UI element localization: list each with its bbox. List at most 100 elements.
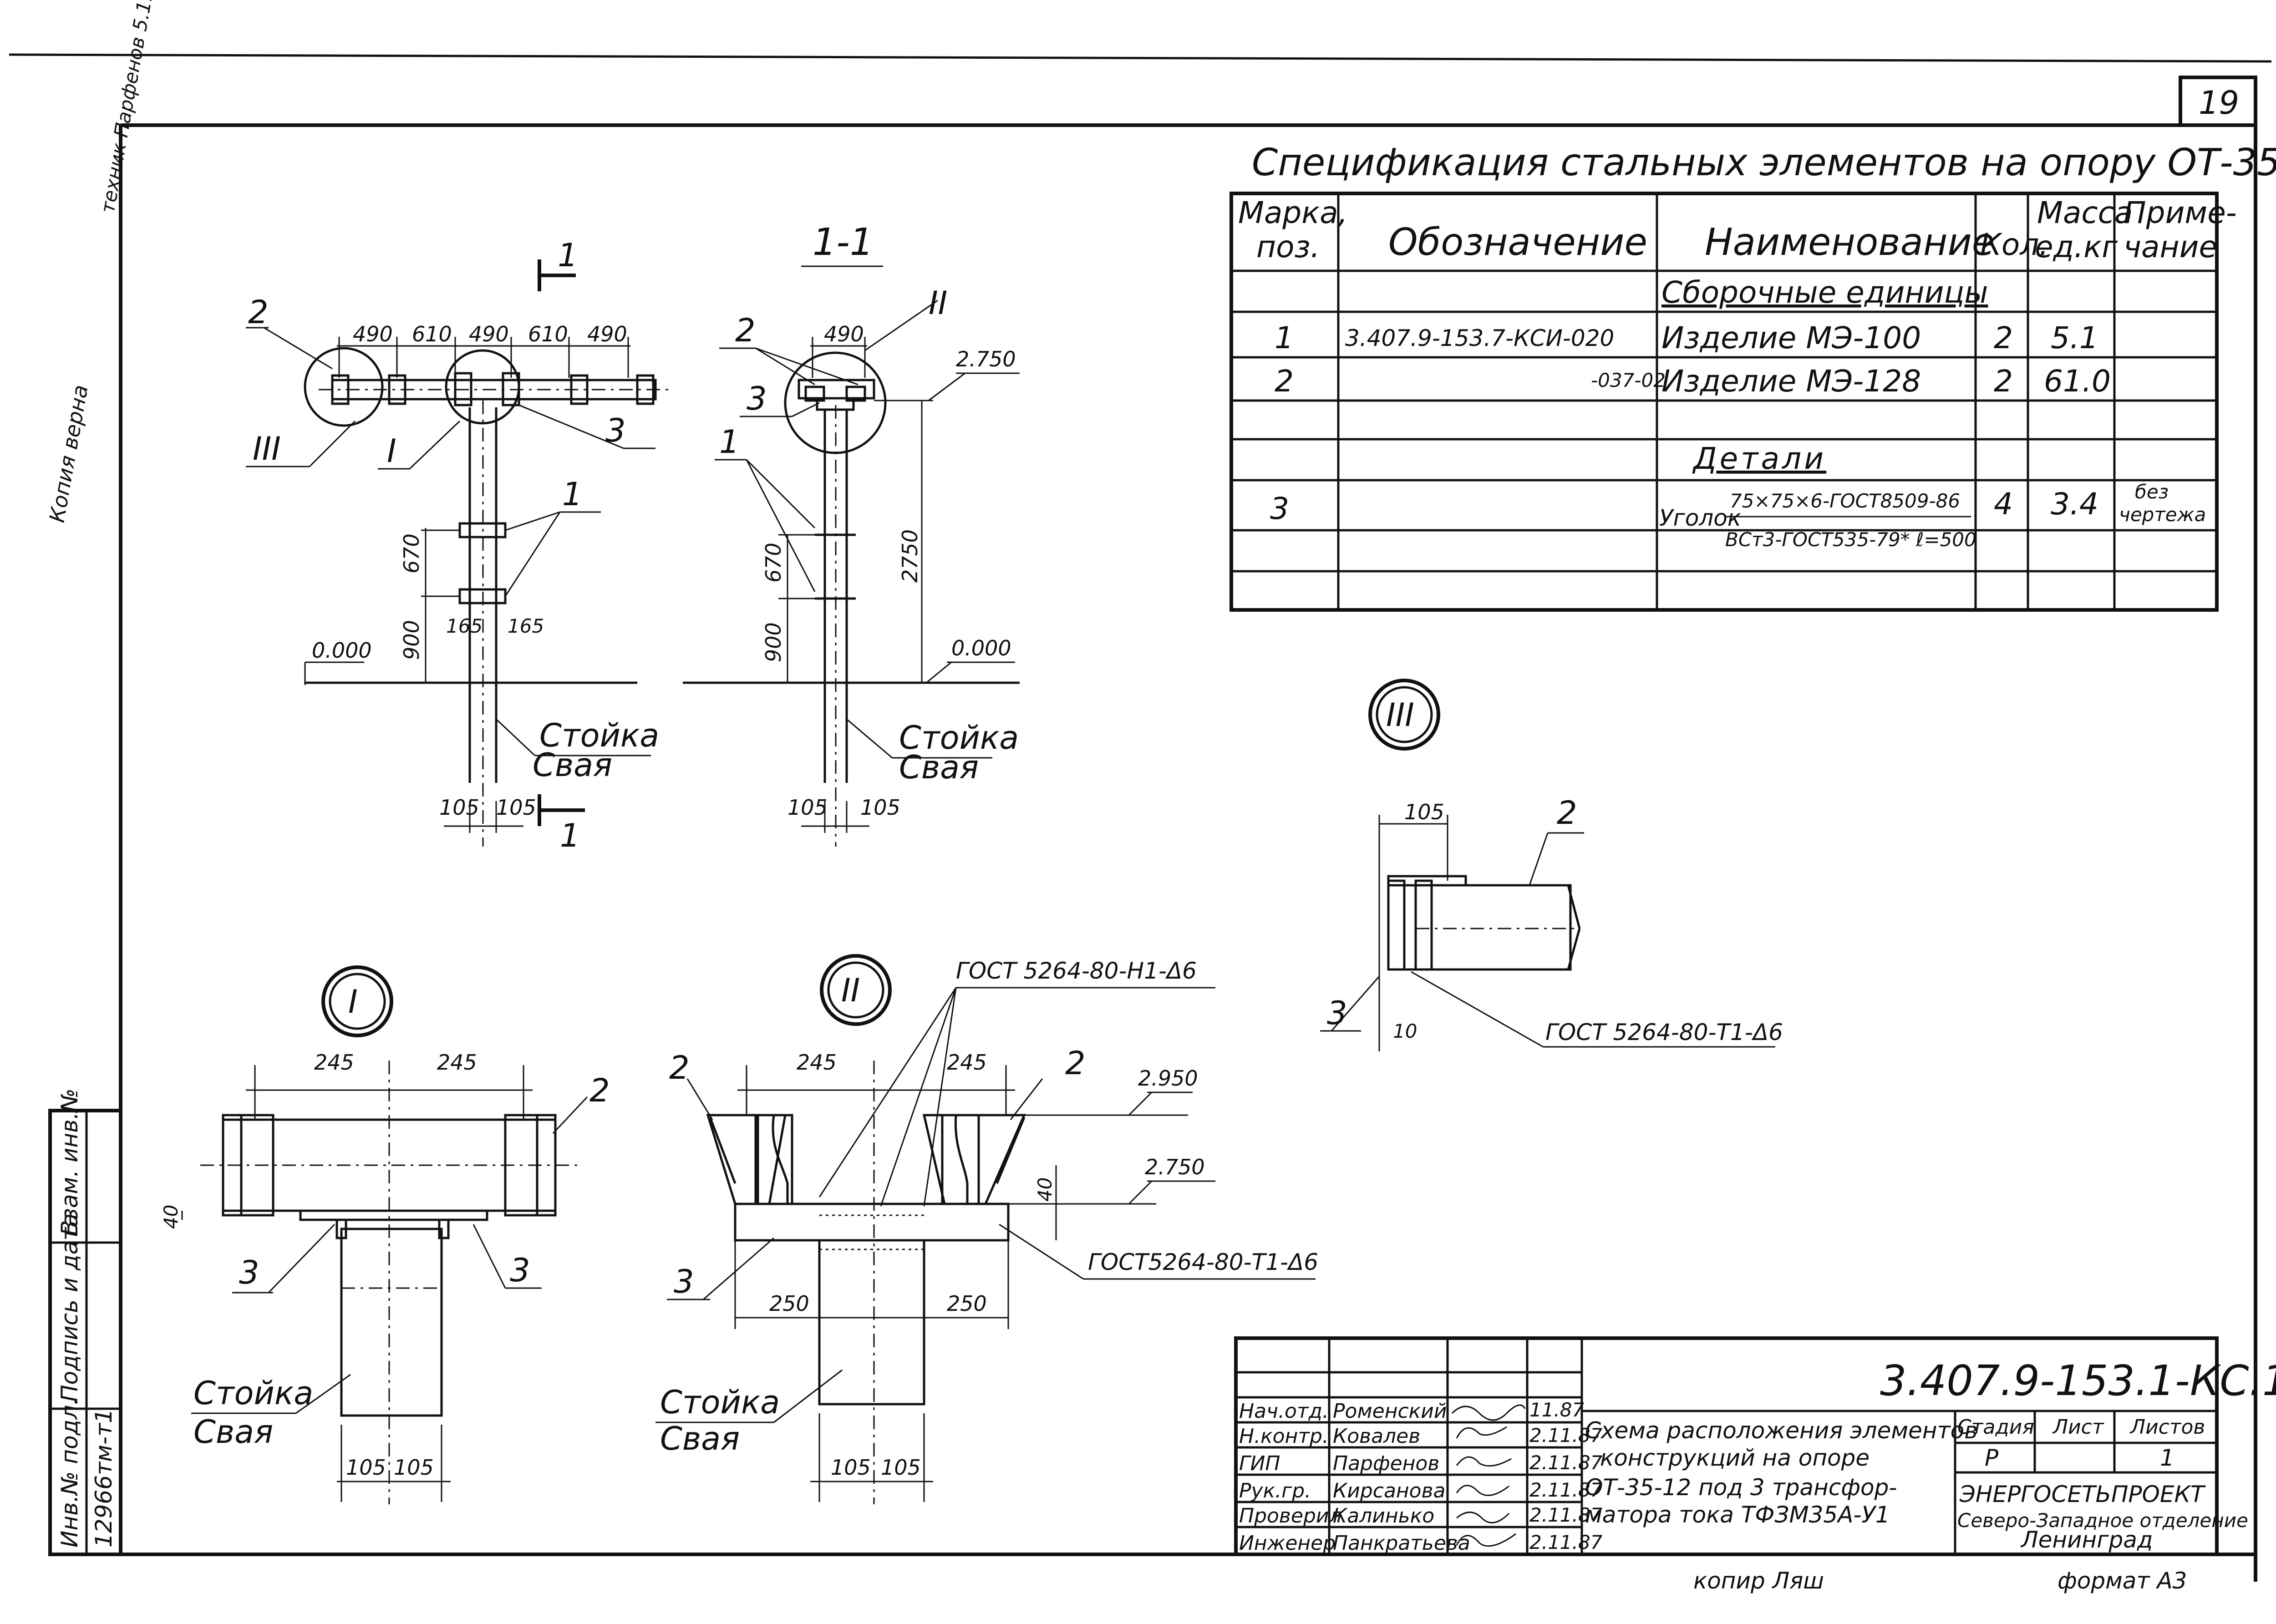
row3-note-2: чертежа [2119,503,2206,526]
date-2: 2.11.87 [1529,1424,1603,1446]
node-II-mark: II [841,972,860,1009]
footer-format: формат А3 [2058,1568,2187,1594]
node-I-dim-bottom-1: 105 [346,1455,386,1480]
row2-name: Изделие МЭ-128 [1661,364,1921,399]
group-details: Детали [1692,441,1826,476]
section-view: 1-1 490 670 900 2750 2.750 [683,221,1020,847]
hdr-designation: Обозначение [1388,221,1647,264]
stage-hdr-3: Листов [2129,1416,2205,1439]
node-II-dim-40: 40 [1034,1177,1056,1202]
front-pos-3: 3 [605,412,626,449]
sect-post-2: Свая [899,749,979,786]
node-I-dim-1: 245 [314,1050,354,1075]
node-II-level-2: 2.750 [1145,1155,1205,1179]
row1-mark: 1 [1275,320,1294,355]
node-II-post-2: Свая [660,1420,740,1457]
stamp-inv: Инв.№ подл. [56,1398,83,1548]
hdr-name: Наименование [1705,221,1995,264]
date-1: 11.87 [1529,1399,1585,1421]
hdr-note-1: Приме- [2124,195,2237,230]
row2-mass: 61.0 [2044,364,2111,399]
title-code: 3.407.9-153.1-КС.12 [1880,1356,2276,1405]
node-II-pos-3: 3 [674,1263,694,1300]
node-III-dim-10: 10 [1393,1020,1417,1042]
dates: 11.87 2.11.87 2.11.87 2.11.87 2.11.87 2.… [1529,1399,1603,1553]
date-5: 2.11.87 [1529,1504,1603,1526]
node-II-pos-2a: 2 [669,1049,690,1086]
date-6: 2.11.87 [1529,1531,1603,1553]
node-I-dim-bottom-2: 105 [394,1455,434,1480]
row2-mark: 2 [1275,364,1294,399]
front-dim-165b: 165 [508,615,544,637]
signatures [1451,1404,1526,1547]
stamp-sign: Подпись и дата [56,1213,83,1402]
date-4: 2.11.87 [1529,1479,1603,1501]
desc-4: матора тока ТФЗМ35А-У1 [1585,1502,1890,1528]
name-3: Парфенов [1333,1452,1439,1475]
front-pos-1: 1 [562,476,583,513]
row1-qty: 2 [1994,320,2013,355]
sect-dim-490: 490 [824,322,864,346]
front-node-III: III [253,430,281,467]
row3-mark: 3 [1270,491,1289,526]
margin-note: Копия верна техник Парфенов 5.11.87 [45,0,163,524]
sheet-frame [9,53,2272,1582]
row1-designation: 3.407.9-153.7-КСИ-020 [1345,325,1614,351]
org-2: Северо-Западное отделение [1957,1509,2248,1532]
sheet-number: 19 [2199,84,2239,122]
stamp-inv-number: 12966тм-т1 [91,1409,117,1548]
node-III: III 105 10 2 3 ГОСТ 5264-80-Т1-Δ6 [1320,679,1783,1051]
desc-2: конструкций на опоре [1600,1445,1870,1471]
front-dim-bottom-1: 105 [439,795,479,820]
hdr-note-2: чание [2124,229,2217,264]
title-block: 3.407.9-153.1-КС.12 Нач.отд. Н.контр. ГИ… [1234,1336,2276,1556]
node-II-dim-mid-2: 250 [947,1291,987,1316]
side-stamp: Инв.№ подл. Подпись и дата Взам. инв.№ 1… [48,1088,122,1556]
node-I-pos-2: 2 [589,1072,610,1109]
node-I-pos-3b: 3 [510,1252,530,1289]
node-II-dim-bottom-2: 105 [881,1455,921,1480]
sect-post-1: Стойка [899,719,1019,756]
node-I-dim-2: 245 [437,1050,477,1075]
node-II-level-1: 2.950 [1138,1066,1198,1091]
front-dim-670: 670 [399,533,424,573]
sect-node-II: II [929,284,947,322]
front-dim-165a: 165 [446,615,483,637]
row1-mass: 5.1 [2051,320,2098,355]
node-I-post-1: Стойка [193,1375,313,1412]
spec-table: Спецификация стальных элементов на опору… [1229,141,2276,612]
name-6: Панкратьева [1333,1532,1470,1555]
hdr-qty: Кол. [1980,227,2048,262]
stamp-replace: Взам. инв.№ [56,1088,83,1236]
date-3: 2.11.87 [1529,1451,1603,1474]
stage-val-1: Р [1985,1445,1999,1471]
sect-pos-2: 2 [735,312,756,349]
name-1: Роменский [1333,1400,1447,1423]
node-II-dim-2: 245 [947,1050,987,1075]
hdr-mark-1: Марка, [1238,195,1348,230]
sect-dim-670: 670 [761,543,786,583]
row3-qty: 4 [1994,487,2013,522]
role-names: Нач.отд. Н.контр. ГИП Рук.гр. Проверил И… [1239,1400,1342,1555]
stage-hdr-2: Лист [2052,1416,2104,1439]
front-dim-900: 900 [399,620,424,660]
front-post-1: Стойка [539,717,659,754]
front-dim-bottom-2: 105 [496,795,536,820]
front-post-2: Свая [533,746,612,784]
hdr-mark-2: поз. [1256,229,1320,264]
node-II-dim-mid-1: 250 [769,1291,809,1316]
margin-note-left: Копия верна [45,383,93,524]
role-3: ГИП [1239,1452,1280,1475]
spec-title: Спецификация стальных элементов на опору… [1252,141,2276,184]
row3-mass: 3.4 [2051,487,2098,522]
row3-name-bottom: ВСт3-ГОСТ535-79* ℓ=500 [1725,528,1976,551]
node-I-dim-40: 40 [160,1205,182,1229]
group-assemblies: Сборочные единицы [1661,275,1988,310]
section-mark-bottom: 1 [560,817,580,854]
row3-name-prefix: Уголок [1659,505,1741,531]
node-I-pos-3a: 3 [239,1254,259,1291]
role-2: Н.контр. [1239,1425,1329,1448]
sect-dim-bottom-1: 105 [787,795,828,820]
stage-hdr-1: Стадия [1957,1416,2034,1439]
